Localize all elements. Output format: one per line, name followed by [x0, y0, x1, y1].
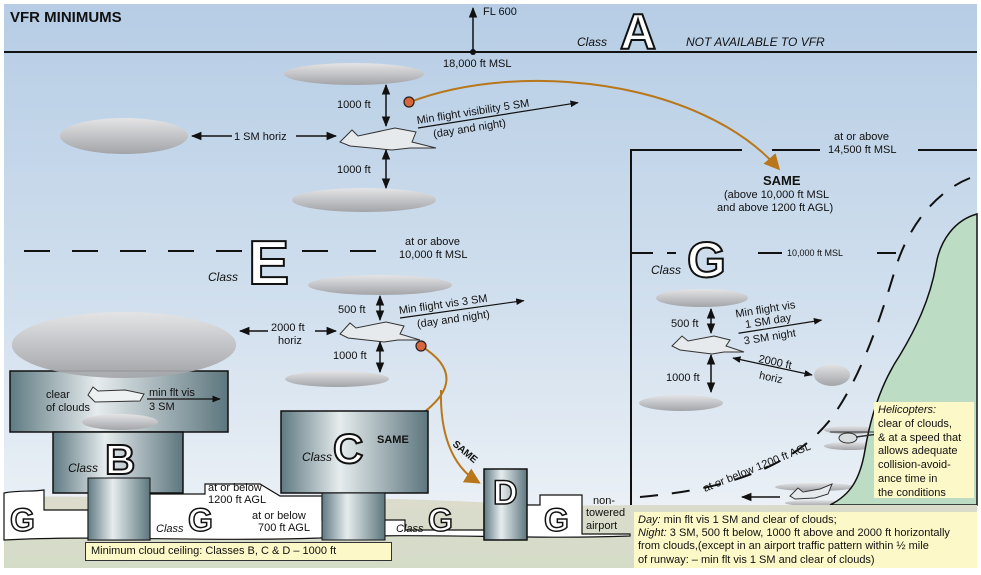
fl600-label: FL 600 — [483, 6, 517, 18]
class-g-word: Class — [651, 263, 681, 277]
same-title: SAME — [763, 173, 801, 188]
airplane-b — [87, 386, 145, 403]
airplane-upper — [339, 127, 437, 151]
agl-1200-line1: at or below — [208, 482, 262, 494]
same-arrow-d — [439, 389, 481, 484]
class-e-boundary-line2: 10,000 ft MSL — [399, 249, 468, 261]
agl-700-line1: at or below — [252, 510, 306, 522]
class-e-horiz-line1: 2000 ft — [271, 322, 305, 334]
nontowered-line1: non- — [593, 495, 615, 507]
class-e-above-label: 500 ft — [338, 304, 366, 316]
class-g-day-night-note: Day: min flt vis 1 SM and clear of cloud… — [634, 512, 977, 568]
ten-k-label: 10,000 ft MSL — [787, 248, 843, 258]
night-line2: from clouds,(except in an airport traffi… — [638, 540, 929, 553]
class-b-clear-line2: of clouds — [46, 402, 91, 414]
diagram-title: VFR MINIMUMS — [10, 9, 122, 26]
day-text: min flt vis 1 SM and clear of clouds; — [660, 514, 837, 526]
class-b-clear-line1: clear — [46, 389, 70, 401]
heli-line: & at a speed that — [878, 431, 962, 444]
ceiling-note: Minimum cloud ceiling: Classes B, C & D … — [85, 542, 392, 561]
heli-line: the conditions — [878, 486, 946, 499]
class-d-airspace — [483, 468, 528, 541]
heli-line: allows adequate — [878, 445, 958, 458]
class-c-airspace — [280, 410, 429, 541]
class-g-boundary — [630, 149, 977, 512]
class-g-word-c: Class — [396, 523, 424, 535]
origin-dot — [403, 96, 415, 108]
class-g-letter: G — [687, 232, 726, 288]
class-c-word: Class — [302, 450, 332, 464]
airplane-low — [789, 483, 833, 500]
class-a-floor-label: 18,000 ft MSL — [443, 58, 512, 70]
origin-dot — [415, 340, 427, 352]
airplane-g — [671, 335, 745, 355]
class-g-boundary-line1: at or above — [834, 131, 889, 143]
class-g-below-label: 1000 ft — [666, 372, 700, 384]
class-g-surface-letter: G — [428, 502, 453, 538]
heli-line: clear of clouds, — [878, 417, 952, 430]
horiz-label: 1 SM horiz — [234, 131, 287, 143]
night-text: 3 SM, 500 ft below, 1000 ft above and 20… — [666, 527, 950, 540]
night-label: Night: — [638, 527, 667, 540]
class-d-letter: D — [493, 474, 518, 512]
class-g-horiz-line2: horiz — [758, 370, 784, 387]
agl-700-line2: 700 ft AGL — [258, 522, 310, 534]
class-c-letter: C — [333, 425, 363, 472]
class-a-word: Class — [577, 35, 607, 49]
heli-line: collision-avoid- — [878, 459, 951, 471]
same-line2: and above 1200 ft AGL) — [717, 202, 833, 214]
class-g-word-b: Class — [156, 523, 184, 535]
agl-1200-curve — [639, 177, 971, 498]
helicopter-note: Helicopters: clear of clouds, & at a spe… — [874, 402, 974, 499]
class-g-boundary-line2: 14,500 ft MSL — [828, 144, 897, 156]
class-a-note: NOT AVAILABLE TO VFR — [686, 35, 825, 49]
class-g-surface-letter: G — [10, 502, 35, 538]
above-label: 1000 ft — [337, 99, 371, 111]
day-label: Day: — [638, 514, 661, 526]
same-arrow-upper — [409, 79, 781, 171]
class-e-horiz-line2: horiz — [278, 335, 302, 347]
class-g-surface-letter: G — [544, 502, 569, 538]
nontowered-line2: towered — [586, 507, 625, 519]
class-g-above-label: 500 ft — [671, 318, 699, 330]
class-e-below-label: 1000 ft — [333, 350, 367, 362]
heli-title: Helicopters: — [878, 404, 937, 416]
night-line3: of runway: – min flt vis 1 SM and clear … — [638, 553, 875, 566]
airplane-mid — [339, 321, 421, 343]
class-b-vis-line1: min flt vis — [149, 387, 195, 399]
class-b-vis-line2: 3 SM — [149, 401, 175, 413]
class-e-boundary-line1: at or above — [405, 236, 460, 248]
agl-1200-line2: 1200 ft AGL — [208, 494, 266, 506]
class-b-word: Class — [68, 461, 98, 475]
class-e-word: Class — [208, 270, 238, 284]
heli-line: ance time in — [878, 472, 938, 485]
same-line1: (above 10,000 ft MSL — [724, 189, 829, 201]
below-label: 1000 ft — [337, 164, 371, 176]
class-e-letter: E — [248, 229, 289, 298]
class-b-letter: B — [105, 436, 135, 483]
nontowered-line3: airport — [586, 520, 617, 532]
class-c-same: SAME — [377, 434, 409, 446]
class-a-letter: A — [620, 4, 656, 60]
class-g-surface-letter: G — [188, 502, 213, 538]
